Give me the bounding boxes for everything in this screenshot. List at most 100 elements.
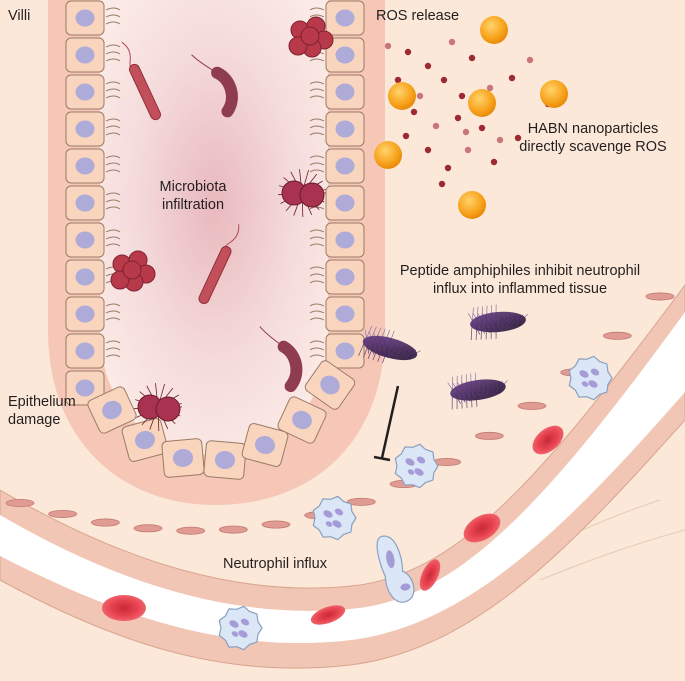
endothelial-cell-icon [474,431,504,440]
epithelial-cell-icon [121,418,169,462]
ros-particle-icon [514,134,522,142]
epithelial-cell-icon [325,333,365,369]
epithelial-cell-icon [65,259,105,295]
red-blood-cell-icon [310,605,346,625]
vessel-lumen [0,312,685,644]
endothelial-cell-icon [176,526,206,535]
ros-particle-icon [404,48,412,56]
label-villi: Villi [8,8,31,24]
label-neutrophil-influx: Neutrophil influx [223,556,327,572]
ros-particle-icon [508,74,516,82]
epithelial-cell-icon [65,37,105,73]
epithelial-cell-icon [241,423,289,467]
peptide-amphiphile-icon [447,372,508,410]
label-ros-release: ROS release [376,8,460,24]
ros-particle-icon [424,62,432,70]
endothelial-cell-icon [517,401,547,410]
label-peptide-amphiphiles: Peptide amphiphiles inhibit neutrophil i… [399,263,641,297]
epithelial-cell-icon [325,0,365,36]
ros-particle-icon [448,38,456,46]
ros-particle-icon [486,84,494,92]
red-blood-cell-icon [419,559,441,591]
label-habn: HABN nanoparticles directly scavenge ROS [519,121,667,155]
epithelial-cell-icon [325,185,365,221]
neutrophil-icon [312,495,357,541]
bacterium-icon [198,224,240,305]
ros-particle-icon [410,108,418,116]
bacteria-cluster-icon [288,16,334,58]
peptide-amphiphile-icon [467,304,529,341]
epithelial-cell-icon [65,185,105,221]
epithelial-cell-icon [325,222,365,258]
ros-particle-icon [384,42,392,50]
ros-particle-icon [468,54,476,62]
epithelial-cell-icon [277,396,327,444]
peptide-amphiphiles [358,304,529,410]
epithelial-cell-icon [65,370,105,406]
ros-particle-icon [424,146,432,154]
ros-particle-icon [490,158,498,166]
bacterium-icon [121,41,162,121]
endothelial-cell-icon [602,331,632,340]
endothelial-cell-icon [48,509,78,518]
blood-vessel [0,284,685,669]
bacteria-cluster-icon [110,250,156,292]
bacterium-icon [278,169,326,217]
epithelial-cell-icon [65,148,105,184]
ros-particle-icon [478,124,486,132]
epithelial-cell-icon [325,148,365,184]
ros-particle-icon [440,76,448,84]
bacterium-icon [134,383,182,431]
habn-nanoparticle-icon [540,80,568,108]
epithelial-cell-icon [304,360,356,410]
habn-nanoparticle-icon [374,141,402,169]
epithelial-layer [65,0,365,480]
ros-particle-icon [416,92,424,100]
ros-particle-icon [458,92,466,100]
epithelial-cell-icon [65,296,105,332]
red-blood-cell-icon [102,595,146,621]
microbiota [110,16,334,431]
habn-nanoparticles [374,16,568,219]
ros-particle-icon [444,164,452,172]
ros-particle-icon [432,122,440,130]
ros-particle-icon [496,136,504,144]
epithelial-cell-icon [87,386,137,434]
epithelial-cell-icon [65,111,105,147]
ros-particle-icon [394,76,402,84]
red-blood-cell-icon [463,513,501,543]
endothelial-cell-icon [346,497,376,506]
habn-nanoparticle-icon [458,191,486,219]
neutrophils [218,355,613,651]
neutrophil-icon [394,443,439,489]
red-blood-cell-icon [532,425,564,455]
bacterium-icon [259,326,303,393]
epithelial-cell-icon [65,0,105,36]
peptide-amphiphile-icon [358,325,421,364]
epithelial-cell-icon [203,440,247,480]
red-blood-cells [102,425,564,625]
neutrophil-icon [218,605,263,651]
ros-particle-icon [526,56,534,64]
endothelial-cell-icon [645,292,675,301]
endothelial-cell-icon [261,520,291,529]
ros-particles [384,38,552,188]
epithelial-cell-icon [65,333,105,369]
inhibition-arrow-icon [373,385,400,462]
epithelial-cell-icon [65,74,105,110]
epithelial-cell-icon [161,438,205,478]
epithelial-cell-icon [325,111,365,147]
endothelial-cell-icon [133,524,163,533]
habn-nanoparticle-icon [468,89,496,117]
neutrophil-icon [568,355,613,401]
epithelial-cell-icon [325,37,365,73]
neutrophil-icon [376,535,415,603]
label-microbiota: Microbiota infiltration [159,179,227,213]
epithelial-cell-icon [65,222,105,258]
ros-particle-icon [402,132,410,140]
habn-nanoparticle-icon [480,16,508,44]
ros-particle-icon [454,114,462,122]
epithelial-cell-icon [325,74,365,110]
